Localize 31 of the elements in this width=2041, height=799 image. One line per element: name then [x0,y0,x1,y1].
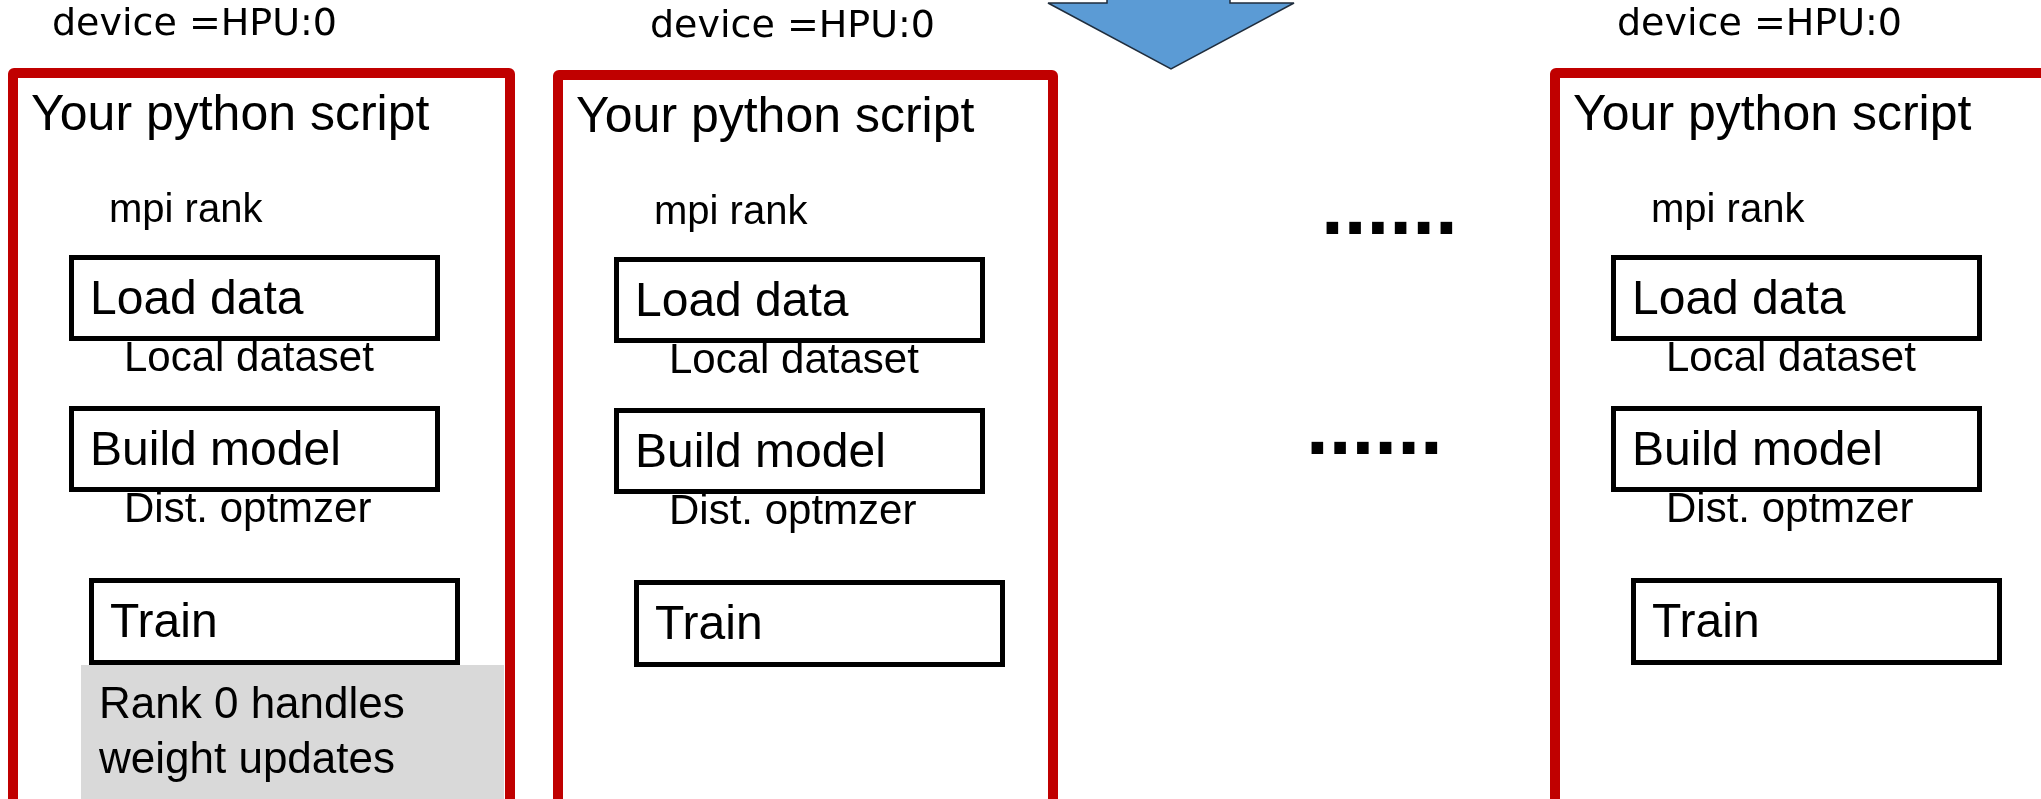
step-label: Build model [1632,423,1883,476]
rank-label: mpi rank [654,188,808,232]
script-title: Your python script [31,86,430,141]
step-caption: Local dataset [1666,334,1916,381]
step-caption: Dist. optmzer [669,487,917,534]
rank-label: mpi rank [109,186,263,230]
step-label: Load data [1632,272,1846,325]
step-label: Train [1652,595,1760,648]
step-label: Build model [90,423,341,476]
step-label: Load data [635,274,849,327]
ellipsis-text: ...... [1321,165,1458,247]
step-label: Load data [90,272,304,325]
note-text: Rank 0 handles weight updates [99,677,406,784]
step-box [1631,578,2002,665]
step-label: Train [655,597,763,650]
device-label: device =HPU:0 [1617,2,1903,44]
step-caption: Local dataset [669,336,919,383]
step-box [634,580,1005,667]
rank-label: mpi rank [1651,186,1805,230]
device-label: device =HPU:0 [650,4,936,46]
device-label: device =HPU:0 [52,2,338,44]
note-box [81,665,504,799]
step-label: Train [110,595,218,648]
script-title: Your python script [576,88,975,143]
step-caption: Dist. optmzer [124,485,372,532]
ellipsis-text: ...... [1306,385,1443,467]
step-label: Build model [635,425,886,478]
step-caption: Local dataset [124,334,374,381]
script-title: Your python script [1573,86,1972,141]
step-box [89,578,460,665]
step-caption: Dist. optmzer [1666,485,1914,532]
